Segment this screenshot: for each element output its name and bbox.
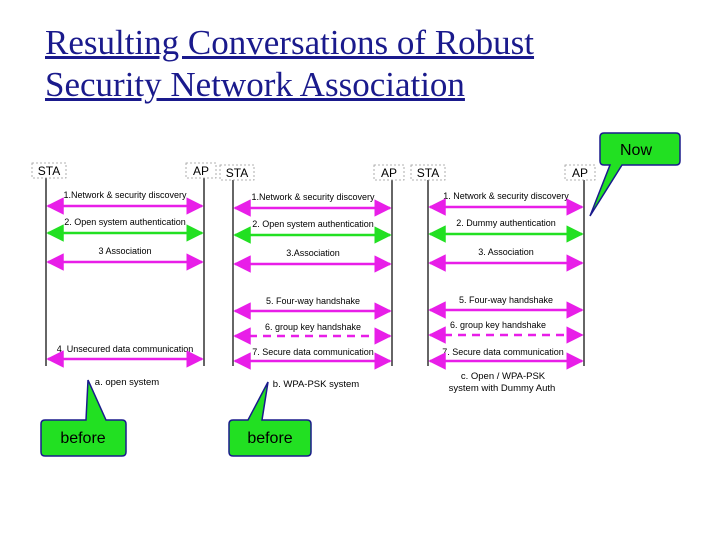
sta-node-label: STA — [417, 166, 439, 180]
message-label-authentication: 2. Open system authentication — [64, 217, 186, 227]
panel-dummy-auth-system: STA AP 1. Network & security discovery 2… — [410, 164, 596, 394]
slide-title-line-1: Resulting Conversations of Robust — [45, 23, 535, 62]
message-label-discovery: 1. Network & security discovery — [443, 191, 569, 201]
message-label-association: 3.Association — [286, 248, 340, 258]
message-label-data: 4. Unsecured data communication — [57, 344, 194, 354]
before-callout-open-system: before — [40, 379, 127, 457]
message-label-four-way-handshake: 5. Four-way handshake — [266, 296, 360, 306]
message-label-association: 3 Association — [98, 246, 151, 256]
sta-node-box — [219, 164, 255, 181]
slide-title: Resulting Conversations of Robust Securi… — [45, 22, 534, 106]
message-label-group-key-handshake: 6. group key handshake — [450, 320, 546, 330]
before-callout-open-system-label: before — [60, 430, 105, 447]
now-callout: Now — [589, 132, 681, 217]
sta-node-box — [31, 162, 67, 179]
before-callout-wpa-psk: before — [228, 381, 312, 457]
now-callout-shape — [589, 132, 681, 217]
message-label-secure-data: 7. Secure data communication — [252, 347, 374, 357]
message-label-authentication: 2. Open system authentication — [252, 219, 374, 229]
ap-node-box — [564, 164, 596, 181]
panel-caption: a. open system — [95, 377, 160, 388]
sta-node-label: STA — [38, 164, 60, 178]
ap-node-label: AP — [381, 166, 397, 180]
ap-node-box — [185, 162, 217, 179]
ap-node-label: AP — [572, 166, 588, 180]
message-label-discovery: 1.Network & security discovery — [251, 192, 375, 202]
before-callout-wpa-psk-shape — [228, 381, 312, 457]
ap-node-label: AP — [193, 164, 209, 178]
before-callout-open-system-shape — [40, 379, 127, 457]
message-label-association: 3. Association — [478, 247, 534, 257]
panel-caption-line-2: system with Dummy Auth — [449, 383, 556, 394]
sta-node-box — [410, 164, 446, 181]
panel-wpa-psk-system: STA AP 1.Network & security discovery 2.… — [219, 164, 405, 390]
now-callout-label: Now — [620, 142, 652, 159]
message-label-authentication: 2. Dummy authentication — [456, 218, 556, 228]
ap-node-box — [373, 164, 405, 181]
panel-caption-line-1: c. Open / WPA-PSK — [461, 371, 546, 382]
message-label-secure-data: 7. Secure data communication — [442, 347, 564, 357]
panel-open-system: STA AP 1.Network & security discovery 2.… — [31, 162, 217, 388]
panel-caption: b. WPA-PSK system — [273, 379, 359, 390]
before-callout-wpa-psk-label: before — [247, 430, 292, 447]
message-label-discovery: 1.Network & security discovery — [63, 190, 187, 200]
sta-node-label: STA — [226, 166, 248, 180]
slide-title-line-2: Security Network Association — [45, 65, 465, 104]
message-label-group-key-handshake: 6. group key handshake — [265, 322, 361, 332]
message-label-four-way-handshake: 5. Four-way handshake — [459, 295, 553, 305]
